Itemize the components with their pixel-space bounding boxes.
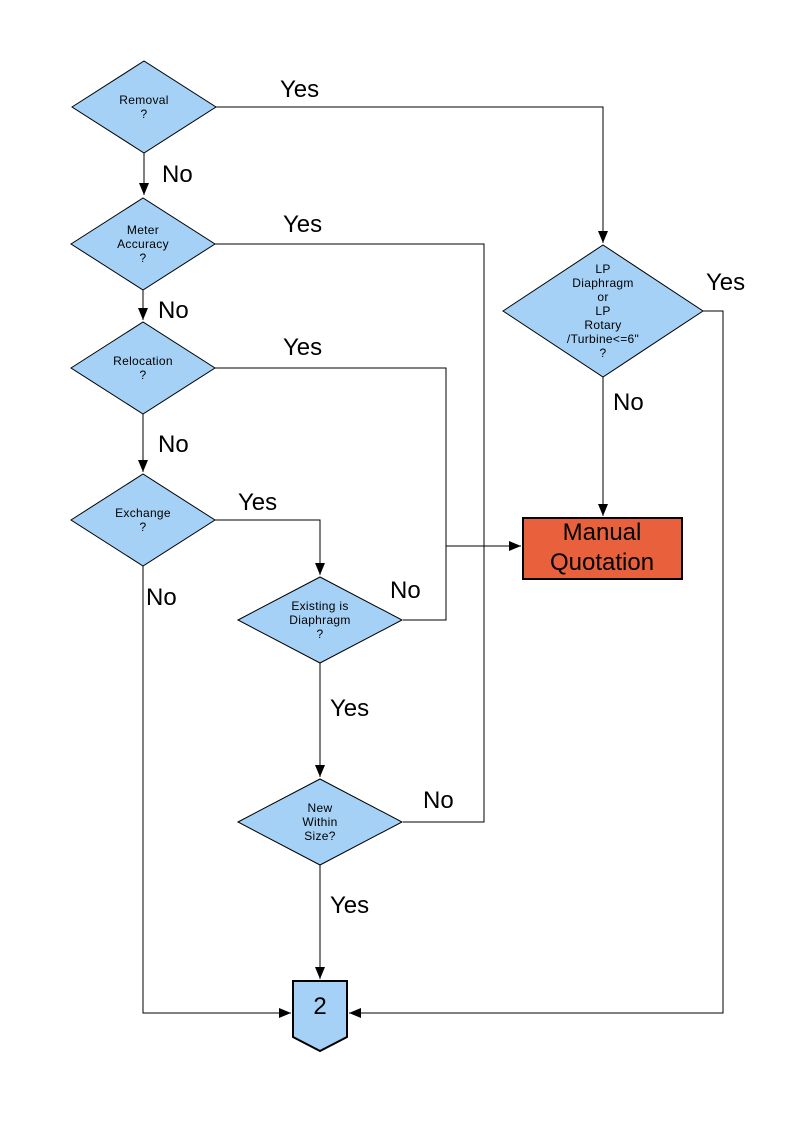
edge-label-exchange-yes: Yes bbox=[238, 489, 278, 516]
edge-relocation-yes-and-existing-no bbox=[215, 367, 447, 621]
relocation-decision-label: Relocation ? bbox=[113, 354, 173, 382]
edge-label-removal-yes: Yes bbox=[280, 76, 320, 103]
edge-label-existing-yes: Yes bbox=[330, 695, 370, 722]
edge-label-meter-accuracy-yes: Yes bbox=[283, 211, 323, 238]
removal-decision-label: Removal ? bbox=[119, 93, 169, 121]
edge-lp-yes bbox=[349, 310, 724, 1018]
existing-is-diaphragm-decision-shape bbox=[236, 576, 404, 664]
edge-label-removal-no: No bbox=[162, 161, 193, 188]
offpage-connector-label: 2 bbox=[313, 993, 327, 1020]
manual-quotation-process-shape bbox=[522, 517, 683, 580]
exchange-decision-label: Exchange ? bbox=[115, 506, 171, 534]
existing-is-diaphragm-decision-label: Existing is Diaphragm ? bbox=[289, 599, 351, 641]
edge-label-new-within-size-yes: Yes bbox=[330, 892, 370, 919]
edge-label-meter-accuracy-no: No bbox=[158, 297, 189, 324]
lp-type-decision-label: LP Diaphragm or LP Rotary /Turbine<=6" ? bbox=[566, 262, 640, 360]
edge-label-exchange-no: No bbox=[146, 584, 177, 611]
edge-label-relocation-yes: Yes bbox=[283, 334, 323, 361]
edge-label-existing-no: No bbox=[390, 577, 421, 604]
edge-label-new-within-size-no: No bbox=[423, 787, 454, 814]
meter-accuracy-decision-label: Meter Accuracy ? bbox=[117, 223, 169, 265]
removal-decision-shape bbox=[71, 60, 217, 154]
edge-label-lp-yes: Yes bbox=[706, 269, 746, 296]
manual-quotation-label: Manual Quotation bbox=[549, 519, 655, 576]
lp-type-decision-shape bbox=[502, 244, 704, 378]
meter-accuracy-decision-shape bbox=[70, 197, 216, 291]
relocation-decision-shape bbox=[70, 321, 216, 415]
edge-meter-accuracy-yes-and-new-within-size-no bbox=[215, 243, 485, 823]
edge-exchange-yes bbox=[215, 519, 325, 575]
new-within-size-decision-label: New Within Size? bbox=[302, 801, 338, 843]
new-within-size-decision-shape bbox=[236, 778, 404, 866]
offpage-connector-shape bbox=[292, 980, 348, 1053]
edge-label-lp-no: No bbox=[613, 389, 644, 416]
exchange-decision-shape bbox=[70, 473, 216, 567]
edge-label-relocation-no: No bbox=[158, 431, 189, 458]
edge-removal-yes bbox=[216, 106, 608, 243]
edge-exchange-no bbox=[142, 566, 291, 1018]
